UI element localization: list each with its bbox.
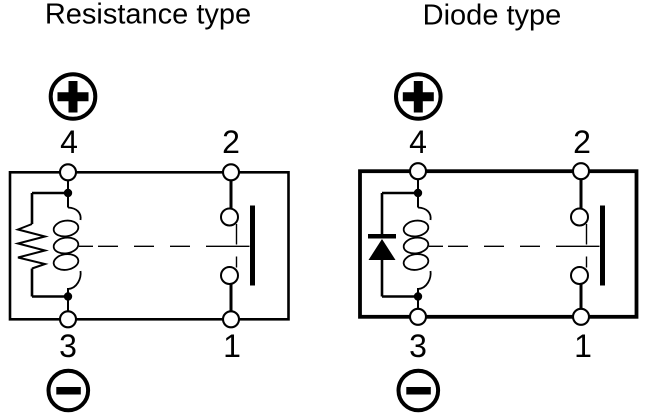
coil-icon [52, 219, 80, 238]
terminal-circle [58, 310, 78, 329]
resistor-icon [14, 223, 49, 270]
terminal-label-4: 4 [60, 124, 78, 160]
diagram-title-diode: Diode type [422, 0, 562, 32]
diagram-title-resistance: Resistance type [44, 0, 252, 31]
coil-icon [67, 270, 82, 290]
terminal-circle [408, 162, 428, 181]
terminal-label-2: 2 [573, 124, 591, 160]
diode-icon [368, 239, 396, 260]
circle-plus-icon [394, 72, 443, 121]
terminal-label-2: 2 [222, 124, 240, 160]
terminal-label-3: 3 [59, 328, 77, 364]
terminal-label-4: 4 [409, 124, 427, 160]
coil-icon [52, 236, 80, 255]
terminal-circle [221, 163, 241, 182]
circle-minus-icon [396, 368, 441, 413]
circle-minus-icon [46, 368, 91, 413]
terminal-circle [408, 307, 428, 326]
terminal-circle [58, 163, 78, 182]
coil-icon [402, 219, 430, 238]
relay-diagram-diode [358, 72, 639, 413]
contact-circle [220, 207, 239, 227]
terminal-label-1: 1 [223, 328, 241, 364]
coil-icon [417, 270, 432, 290]
terminal-circle [571, 307, 591, 326]
coil-icon [402, 253, 430, 271]
positive-terminal-ring [48, 72, 98, 121]
coil-icon [52, 253, 80, 271]
terminal-label-1: 1 [574, 328, 592, 364]
negative-terminal-ring [396, 368, 441, 413]
terminal-circle [571, 162, 591, 181]
relay-case-outline [358, 169, 639, 319]
circle-plus-icon [48, 72, 98, 121]
terminal-circle [221, 310, 241, 329]
relay-diagram-resistance [8, 72, 290, 413]
contact-circle [570, 207, 589, 227]
terminal-label-3: 3 [409, 328, 427, 364]
contact-circle [220, 266, 239, 285]
negative-terminal-ring [46, 368, 91, 413]
positive-terminal-ring [394, 72, 443, 121]
coil-icon [402, 236, 430, 255]
coil-icon [67, 206, 82, 221]
coil-icon [417, 206, 432, 221]
relay-case-outline [8, 171, 290, 321]
contact-circle [570, 266, 589, 285]
